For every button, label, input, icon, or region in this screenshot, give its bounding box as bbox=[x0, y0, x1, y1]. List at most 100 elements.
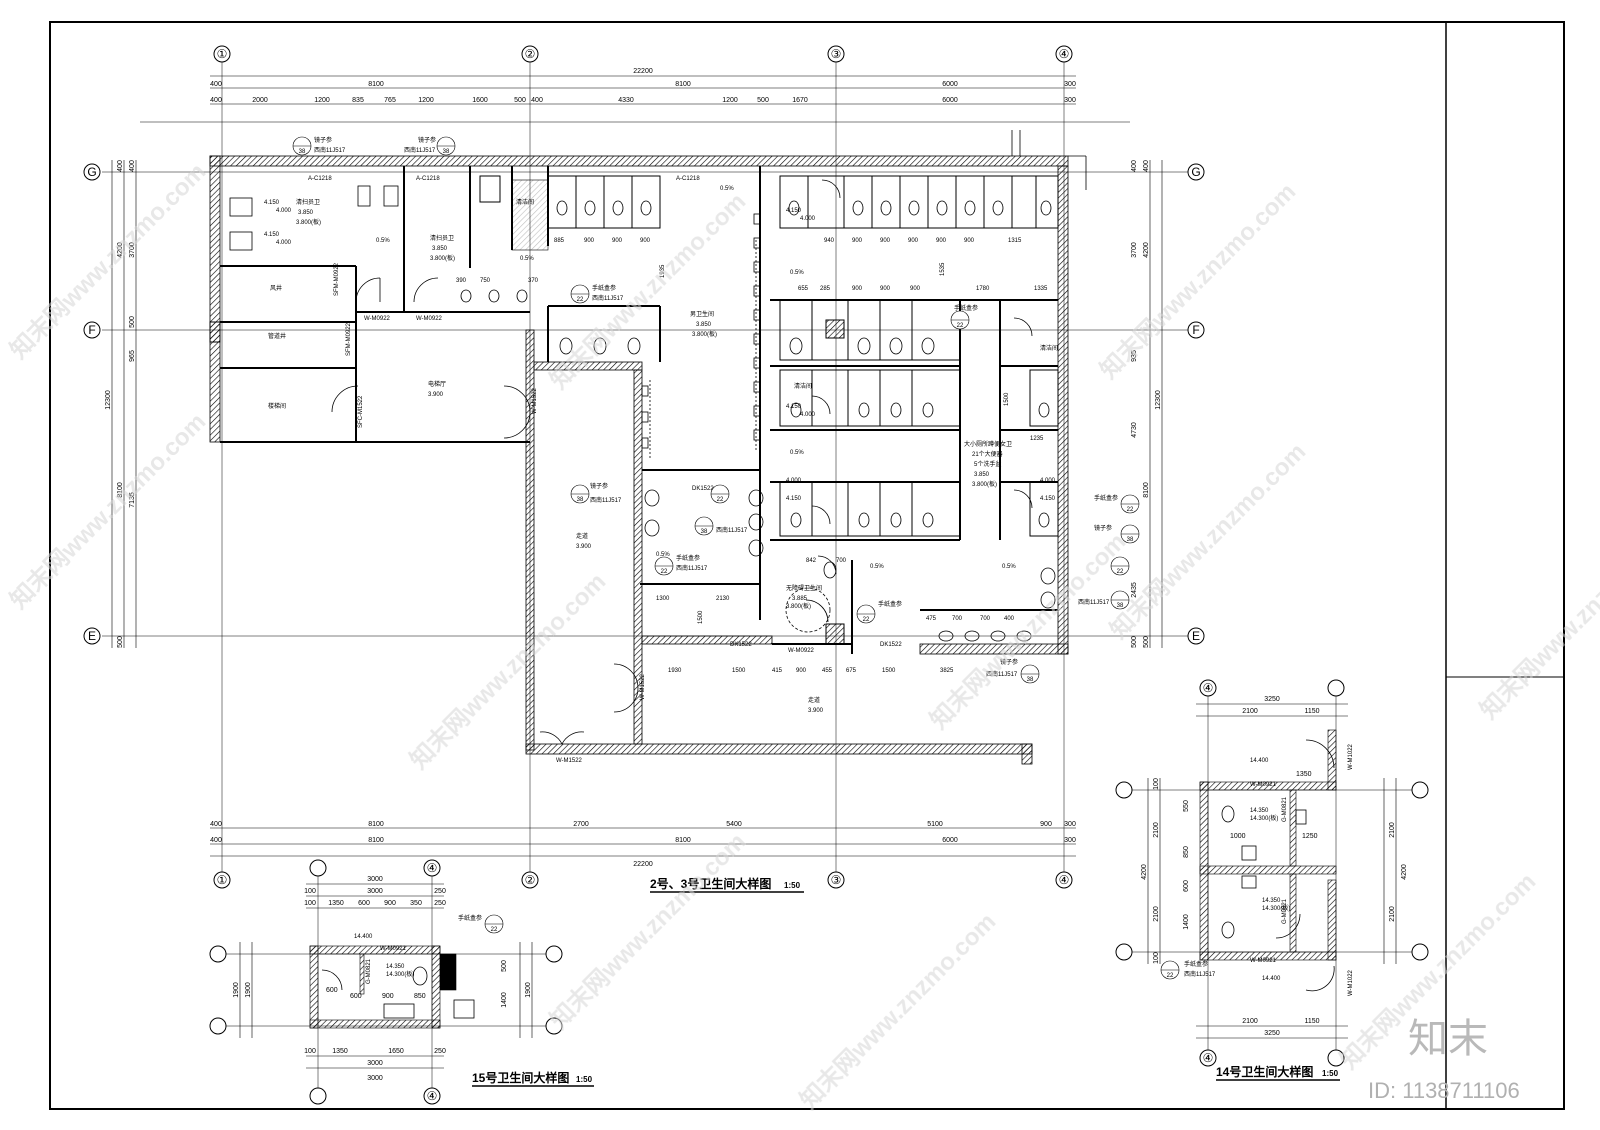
dim-mid: 900 bbox=[880, 286, 891, 292]
label-door: W-M1522 bbox=[640, 673, 646, 700]
label-level: 4.150 bbox=[786, 404, 802, 410]
dim-misc: 400 bbox=[1004, 616, 1015, 622]
dim: 3250 bbox=[1264, 696, 1280, 703]
dim: 250 bbox=[434, 900, 446, 907]
dim-mid: 655 bbox=[798, 286, 809, 292]
label-elevator-hall: 电梯厅 bbox=[428, 380, 446, 388]
label-level: 14.350 bbox=[1250, 808, 1269, 814]
dim: 850 bbox=[414, 993, 426, 1000]
label-level: 4.150 bbox=[264, 200, 280, 206]
dim: 250 bbox=[434, 888, 446, 895]
ref-num: 38 bbox=[299, 149, 306, 155]
bottom-dimensions: 400 8100 2700 5400 5100 900 300 400 8100… bbox=[210, 821, 1076, 868]
dim-detail: 1670 bbox=[792, 97, 808, 104]
axis-bubble bbox=[83, 321, 101, 339]
dim-right: 400 bbox=[1143, 160, 1150, 172]
label-men-room: 男卫生间 bbox=[690, 310, 714, 318]
dim-detail: 500 bbox=[514, 97, 526, 104]
watermark-text: 知末网www.znzmo.com bbox=[795, 908, 1001, 1114]
dim-inner-bottom: 415 bbox=[772, 668, 783, 674]
label-door: W-M0922 bbox=[788, 648, 815, 654]
dim-misc: 1500 bbox=[1004, 392, 1010, 406]
plan15-title: 15号卫生间大样图 bbox=[472, 1070, 569, 1085]
bottom-dimension-lines bbox=[210, 827, 1076, 857]
ref-num: 22 bbox=[1117, 569, 1124, 575]
dim: 2100 bbox=[1153, 906, 1160, 922]
label-level: 4.150 bbox=[786, 208, 802, 214]
axis-bubble bbox=[1327, 679, 1345, 697]
dim-misc: 1235 bbox=[1030, 436, 1044, 442]
dim-right: 12300 bbox=[1155, 390, 1162, 410]
left-dimensions: 400 4200 500 12300 8100 500 400 3700 965… bbox=[105, 160, 136, 648]
dim: 600 bbox=[358, 900, 370, 907]
ref-num: 38 bbox=[1117, 603, 1124, 609]
dim-left: 500 bbox=[129, 316, 136, 328]
label-door: W-M1522 bbox=[532, 387, 538, 414]
right-dimensions: 400 4200 12300 8100 500 400 3700 935 473… bbox=[1131, 160, 1162, 648]
plan14-scale: 1:50 bbox=[1322, 1069, 1339, 1078]
dim-left: 7135 bbox=[129, 492, 136, 508]
axis-bubble bbox=[1055, 871, 1073, 889]
label-clean: 清洁间 bbox=[794, 382, 812, 390]
dim-inner-bottom: 675 bbox=[846, 668, 857, 674]
watermark-text: 知末网www.znzmo.com bbox=[405, 568, 611, 774]
plan15-labels: 14.400 W-M0921 14.350 14.300(板) G-M0821 bbox=[354, 934, 414, 984]
brand-watermark: 知末 ID: 1138711106 bbox=[1368, 1017, 1520, 1103]
dim-mid: 1780 bbox=[976, 286, 990, 292]
label-slope: 0.5% bbox=[720, 186, 734, 192]
dim-misc: 475 bbox=[926, 616, 937, 622]
axis-bubbles-top: ① ② ③ ④ bbox=[213, 45, 1073, 63]
dim-left: 400 bbox=[129, 160, 136, 172]
dim-bottom: 900 bbox=[1040, 821, 1052, 828]
label-slope: 0.5% bbox=[376, 238, 390, 244]
label-pipe-shaft: 管道井 bbox=[268, 332, 286, 340]
ref-num: 22 bbox=[491, 927, 498, 933]
ref-text: 手纸盒参 bbox=[676, 554, 700, 562]
label-door: W-M0921 bbox=[1250, 958, 1277, 964]
axis-bubble bbox=[309, 1087, 327, 1105]
dim-mid: 285 bbox=[820, 286, 831, 292]
axis-bubble bbox=[309, 859, 327, 877]
dim-detail: 835 bbox=[352, 97, 364, 104]
dim: 1400 bbox=[1183, 914, 1190, 930]
dim-right: 935 bbox=[1131, 350, 1138, 362]
label-door: DK1522 bbox=[730, 642, 752, 648]
dim-misc: 1500 bbox=[698, 610, 704, 624]
dim-misc: 1935 bbox=[660, 264, 666, 278]
dim-detail: 1600 bbox=[472, 97, 488, 104]
label-level: 14.300(板) bbox=[386, 970, 414, 978]
ref-text: 镜子参 bbox=[1094, 524, 1112, 532]
label-level: 4.000 bbox=[800, 412, 816, 418]
label-staff-level: 3.850 bbox=[298, 210, 314, 216]
axis-bubble bbox=[1199, 679, 1217, 697]
axis-bubble bbox=[1115, 781, 1133, 799]
dim-span: 8100 bbox=[675, 81, 691, 88]
dim-span: 8100 bbox=[368, 81, 384, 88]
dim-right: 4200 bbox=[1143, 242, 1150, 258]
axis-bubble bbox=[1115, 943, 1133, 961]
dim-detail: 4330 bbox=[618, 97, 634, 104]
axis-label: ④ bbox=[427, 861, 438, 875]
ref-num: 38 bbox=[577, 497, 584, 503]
dim-detail: 400 bbox=[210, 97, 222, 104]
dim-bottom: 6000 bbox=[942, 837, 958, 844]
axis-bubbles-bottom: ① ② ③ ④ bbox=[213, 871, 1073, 889]
dim-stall: 885 bbox=[554, 238, 565, 244]
dim-misc: 700 bbox=[836, 558, 847, 564]
watermark-text: 知末网www.znzmo.com bbox=[1105, 438, 1311, 644]
label-door: W-M1022 bbox=[1348, 969, 1354, 996]
dim-misc: 2130 bbox=[716, 596, 730, 602]
watermark-text: 知末网www.znzmo.com bbox=[1095, 178, 1301, 384]
image-id: ID: 1138711106 bbox=[1368, 1078, 1520, 1103]
ref-std: 西南11J517 bbox=[1184, 970, 1216, 978]
ref-text: 手纸盒参 bbox=[954, 304, 978, 312]
dim-span: 6000 bbox=[942, 81, 958, 88]
dim-inner-bottom: 1500 bbox=[882, 668, 896, 674]
ref-std: 西南11J517 bbox=[986, 670, 1018, 678]
axis-bubble bbox=[209, 945, 227, 963]
axis-label: ② bbox=[525, 873, 536, 887]
axis-label: ④ bbox=[427, 1089, 438, 1103]
label-slope: 0.5% bbox=[790, 450, 804, 456]
dim-stall: 940 bbox=[824, 238, 835, 244]
label-corridor: 走道 bbox=[576, 532, 588, 540]
